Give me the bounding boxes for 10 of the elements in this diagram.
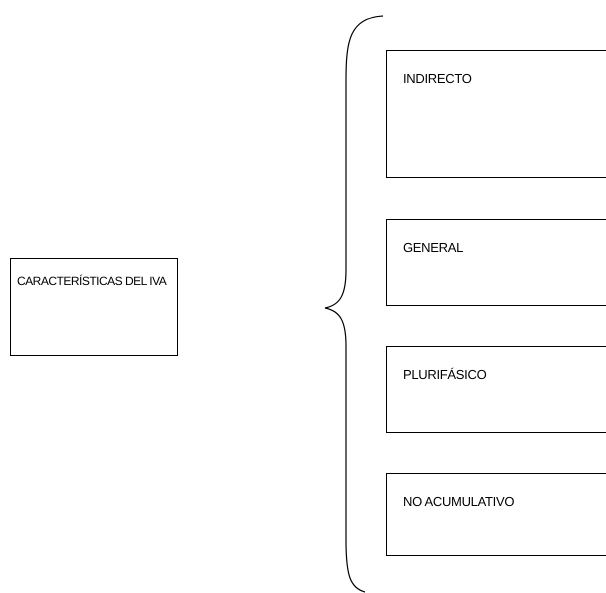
text-box — [10, 258, 178, 356]
box-label: PLURIFÁSICO — [403, 367, 486, 382]
text-box — [386, 473, 606, 556]
text-box — [386, 219, 606, 306]
text-box — [386, 346, 606, 433]
box-label: GENERAL — [403, 240, 464, 255]
box-label: CARACTERÍSTICAS DEL IVA — [17, 274, 166, 288]
box-label: NO ACUMULATIVO — [403, 494, 514, 509]
text-box — [386, 50, 606, 178]
box-label: INDIRECTO — [403, 71, 472, 86]
